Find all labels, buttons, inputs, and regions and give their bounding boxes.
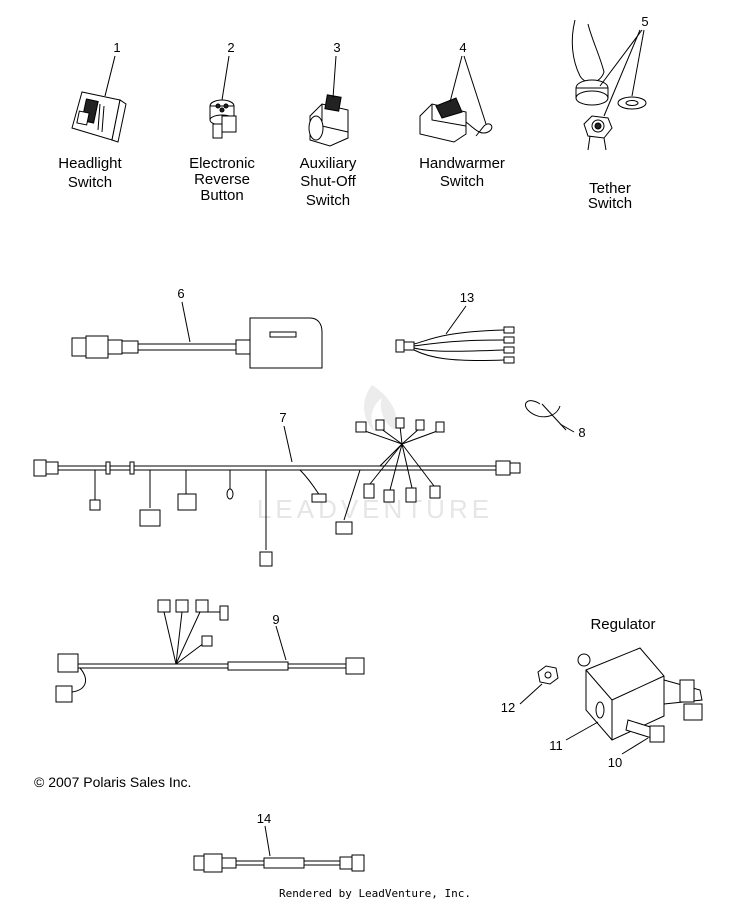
jumper-harness-drawing	[193, 853, 365, 873]
leader-line-11	[565, 721, 599, 741]
leader-line-12	[519, 683, 543, 705]
part-number-5: 5	[641, 14, 648, 29]
part-label-aux-switch-line2: Shut-Off	[300, 173, 356, 190]
leader-line-8	[559, 423, 575, 433]
footer-credit: Rendered by LeadVenture, Inc.	[279, 887, 471, 900]
leader-line-3	[332, 55, 337, 99]
watermark-logo	[364, 385, 397, 432]
part-number-14: 14	[257, 811, 271, 826]
auxiliary-shutoff-switch-drawing	[308, 94, 349, 147]
part-number-8: 8	[578, 425, 585, 440]
part-label-tether-line1: Tether	[589, 180, 631, 197]
cable-tie-drawing	[525, 400, 567, 431]
part-number-9: 9	[272, 612, 279, 627]
part-label-reverse-button-line2: Reverse	[194, 171, 250, 188]
leader-line-5a	[599, 29, 643, 87]
nut-drawing	[537, 665, 559, 685]
regulator-drawing	[577, 647, 703, 743]
leader-line-5c	[603, 29, 641, 117]
leader-line-4a	[449, 55, 463, 103]
leader-line-13	[445, 305, 467, 335]
part-label-aux-switch-line3: Switch	[306, 192, 350, 209]
part-number-11: 11	[549, 738, 563, 753]
module-harness-drawing	[71, 317, 323, 369]
watermark-text: LEADVENTURE	[257, 494, 493, 524]
second-harness-drawing	[55, 599, 365, 703]
leader-line-10	[621, 737, 649, 755]
part-label-handwarmer-line1: Handwarmer	[419, 155, 505, 172]
leader-line-5b	[631, 29, 645, 97]
leader-line-9	[275, 625, 287, 661]
regulator-heading: Regulator	[590, 616, 655, 633]
leader-line-6	[181, 301, 191, 343]
part-label-reverse-button-line3: Button	[200, 187, 243, 204]
part-number-1: 1	[113, 40, 120, 55]
leader-line-7	[283, 425, 293, 463]
small-harness-drawing	[395, 326, 515, 364]
headlight-switch-drawing	[71, 91, 127, 143]
copyright-notice: © 2007 Polaris Sales Inc.	[34, 774, 191, 790]
part-label-handwarmer-line2: Switch	[440, 173, 484, 190]
reverse-button-drawing	[209, 99, 237, 139]
leader-line-1	[104, 55, 116, 97]
main-harness-drawing	[33, 417, 521, 567]
part-number-12: 12	[501, 700, 515, 715]
part-number-13: 13	[460, 290, 474, 305]
leader-line-4b	[463, 55, 487, 125]
part-label-tether-line2: Switch	[588, 195, 632, 212]
part-number-6: 6	[177, 286, 184, 301]
leader-line-2	[221, 55, 230, 101]
part-number-3: 3	[333, 40, 340, 55]
handwarmer-switch-drawing	[419, 97, 493, 143]
part-number-10: 10	[608, 755, 622, 770]
part-number-2: 2	[227, 40, 234, 55]
tether-switch-drawing	[571, 19, 647, 151]
leader-line-14	[264, 825, 271, 857]
part-label-reverse-button-line1: Electronic	[189, 155, 255, 172]
part-label-headlight-switch-line1: Headlight	[58, 155, 122, 172]
part-number-4: 4	[459, 40, 466, 55]
part-label-aux-switch-line1: Auxiliary	[300, 155, 357, 172]
part-number-7: 7	[279, 410, 286, 425]
part-label-headlight-switch-line2: Switch	[68, 174, 112, 191]
